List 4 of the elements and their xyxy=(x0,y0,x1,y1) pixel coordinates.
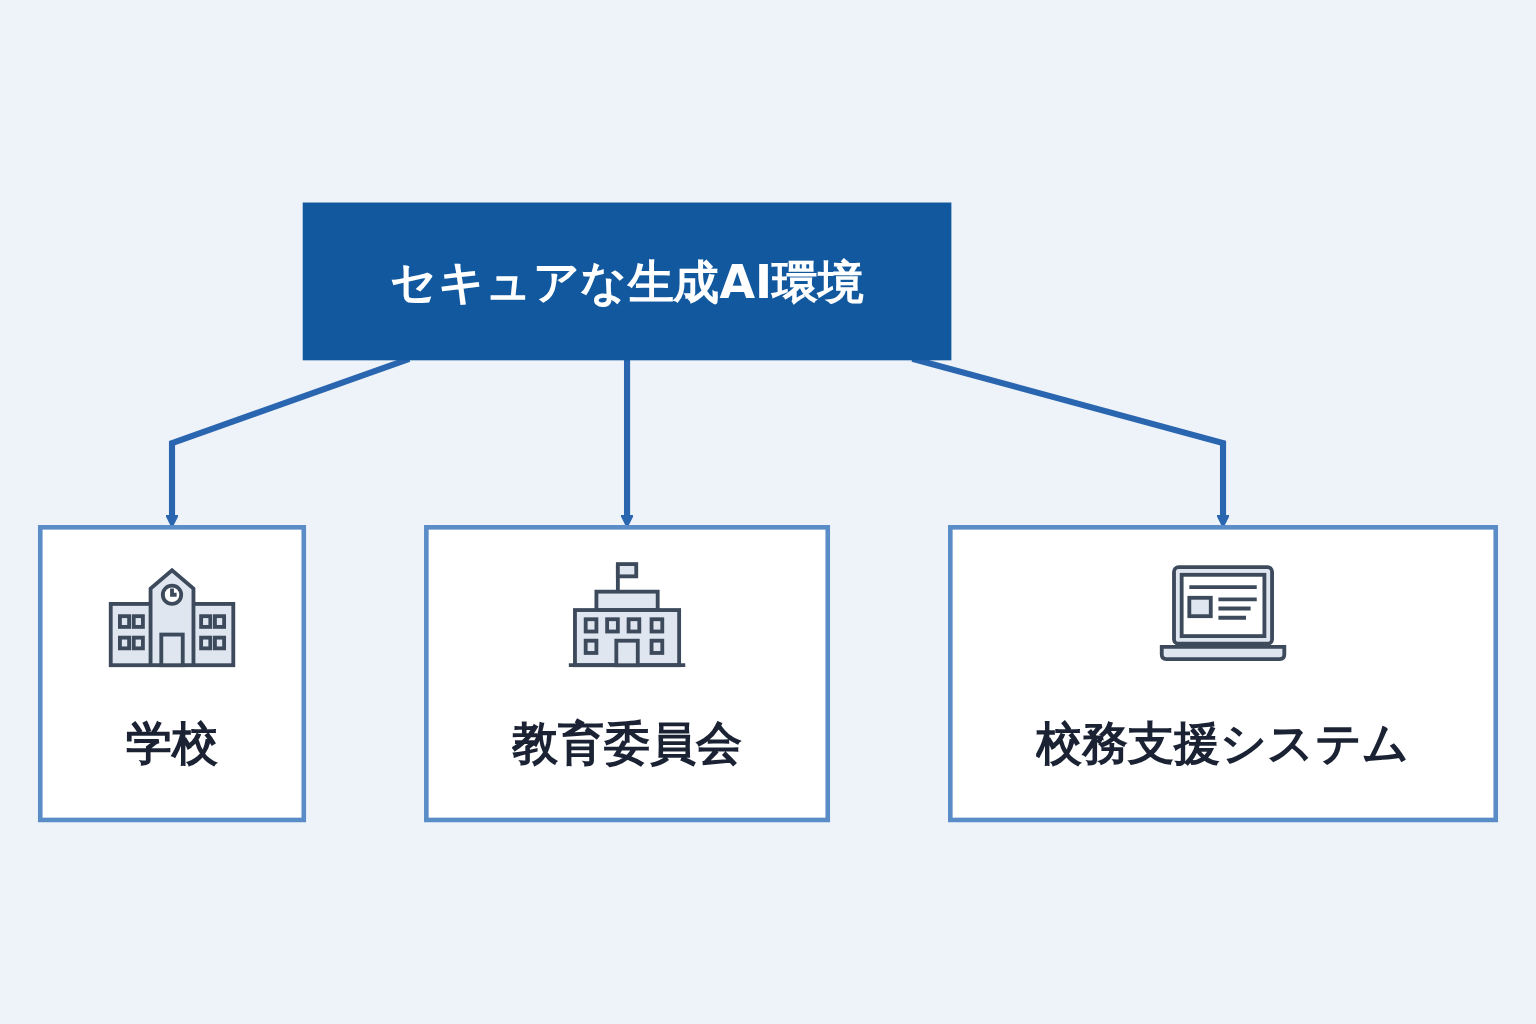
node-box: 教育委員会 xyxy=(424,525,831,823)
node-box: 校務支援システム xyxy=(948,525,1499,823)
node-box: セキュアな生成AI環境 xyxy=(302,202,952,361)
node-box: 学校 xyxy=(37,525,307,823)
